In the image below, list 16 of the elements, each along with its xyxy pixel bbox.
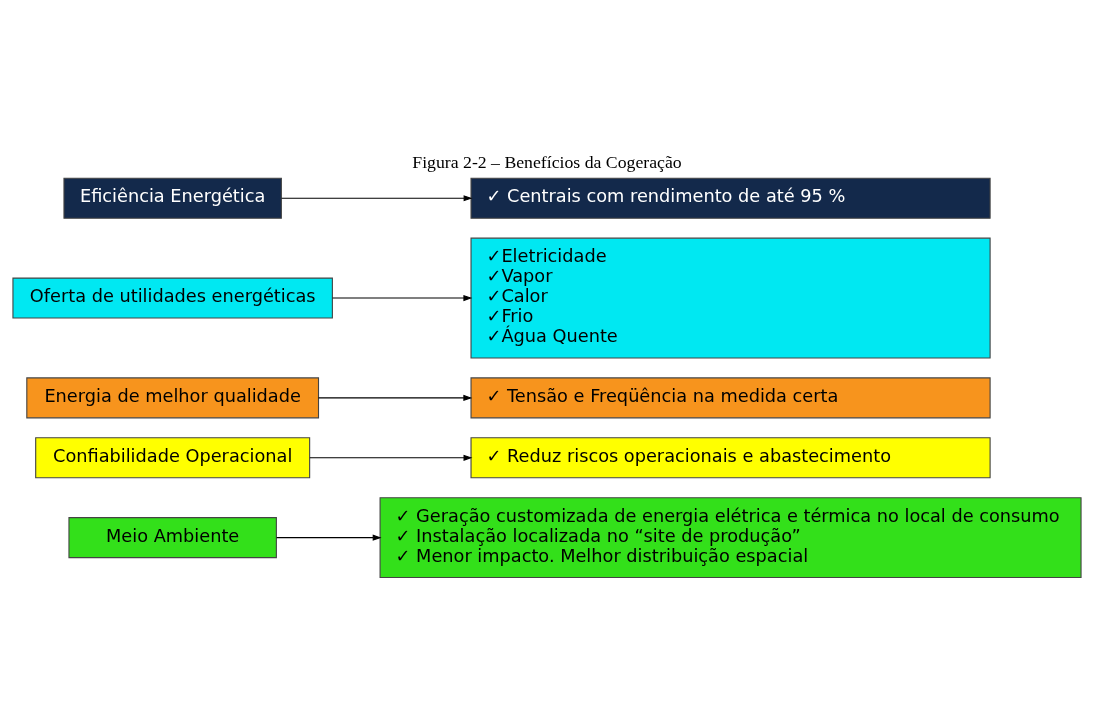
node-box: Confiabilidade Operacional	[35, 437, 311, 479]
node-box: ✓ Geração customizada de energia elétrica e térmica no local de consumo ✓ Instalação localizada no “site de produção” ✓ Menor impacto. Melhor distribuição espacial	[379, 497, 1082, 579]
node-box: Oferta de utilidades energéticas	[12, 277, 333, 319]
arrow	[332, 294, 473, 302]
diagram-title: Figura 2-2 – Benefícios da Cogeração	[412, 152, 682, 173]
node-box: Meio Ambiente	[68, 517, 277, 559]
arrow	[281, 195, 473, 202]
node-box: Energia de melhor qualidade	[26, 377, 320, 419]
node-box: ✓ Tensão e Freqüência na medida certa	[470, 377, 991, 419]
node-box: Eficiência Energética	[63, 177, 282, 219]
node-box: ✓ Centrais com rendimento de até 95 %	[470, 177, 991, 219]
arrow	[276, 534, 382, 541]
node-box: ✓Eletricidade ✓Vapor ✓Calor ✓Frio ✓Água Quente	[470, 237, 991, 359]
arrow	[309, 454, 473, 461]
node-box: ✓ Reduz riscos operacionais e abastecimento	[470, 437, 991, 479]
arrow	[317, 394, 473, 401]
